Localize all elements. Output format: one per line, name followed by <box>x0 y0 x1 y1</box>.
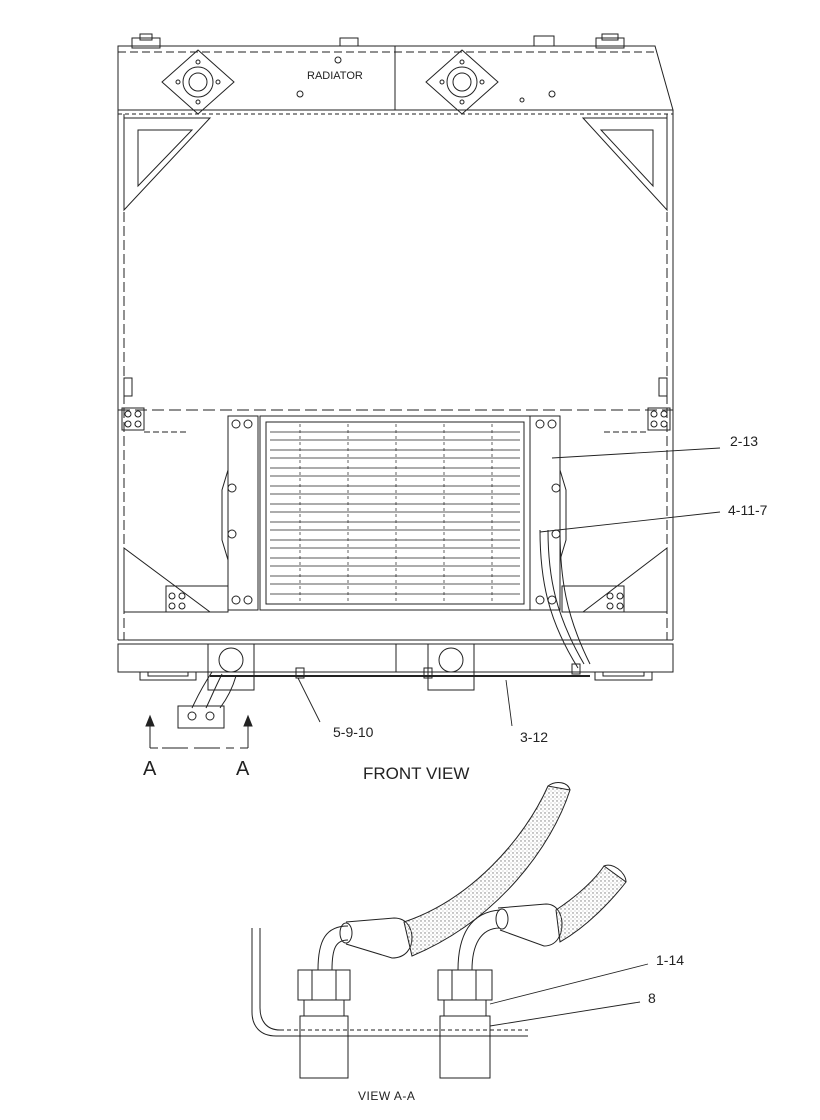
left-flange <box>161 49 235 115</box>
callout-1-14: 1-14 <box>656 952 685 968</box>
callout-5-9-10: 5-9-10 <box>333 724 374 740</box>
right-flange <box>425 49 499 115</box>
leader-lines <box>297 447 721 727</box>
cooler-core <box>165 415 625 669</box>
radiator-frame <box>117 110 674 645</box>
radiator-label: RADIATOR <box>307 70 363 82</box>
callout-3-12: 3-12 <box>520 729 549 745</box>
callout-2-13: 2-13 <box>730 433 759 449</box>
top-tank <box>117 33 674 115</box>
leader-lines-detail <box>489 963 649 1027</box>
section-cut-line <box>145 714 253 749</box>
section-label-right: A <box>236 758 250 780</box>
view-aa-title: VIEW A-A <box>358 1089 416 1103</box>
section-label-left: A <box>143 758 157 780</box>
callout-8: 8 <box>648 990 656 1006</box>
hose-right <box>555 864 627 943</box>
bottom-tank <box>117 643 674 729</box>
hose-left <box>403 782 571 957</box>
front-view-title: FRONT VIEW <box>363 764 470 783</box>
callout-4-11-7: 4-11-7 <box>728 502 768 518</box>
